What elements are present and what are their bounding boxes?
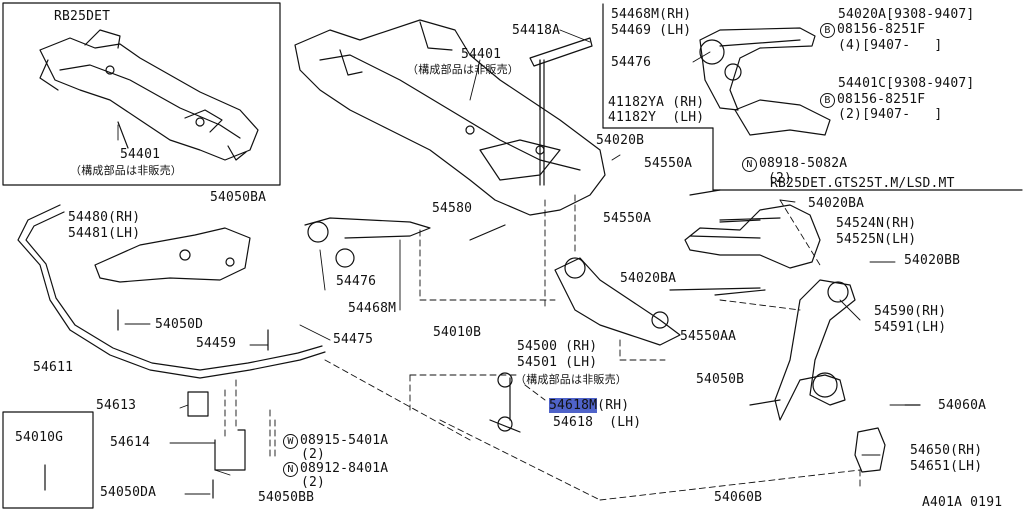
- inset-crossmember-drawing: [39, 29, 259, 161]
- label-54476-mid[interactable]: 54476: [336, 274, 377, 289]
- label-54459[interactable]: 54459: [196, 336, 237, 351]
- label-54590[interactable]: 54590(RH): [874, 304, 947, 319]
- compression-rod-bracket-drawing: [699, 27, 831, 136]
- inset-note-label: （構成部品は非販売）: [70, 164, 182, 177]
- bolts-drawing: [44, 59, 921, 499]
- label-54550a-2[interactable]: 54550A: [603, 211, 652, 226]
- label-08918-qty: (2): [768, 171, 793, 186]
- label-54050d[interactable]: 54050D: [155, 317, 204, 332]
- label-54468m[interactable]: 54468M: [348, 301, 397, 316]
- tension-rod-drawing: [304, 217, 431, 268]
- label-54524n[interactable]: 54524N(RH): [836, 216, 917, 231]
- leader-lines: [117, 29, 906, 495]
- label-54501[interactable]: 54501 (LH): [517, 355, 598, 370]
- dashed-guide-lines: [224, 194, 861, 501]
- label-54525n[interactable]: 54525N(LH): [836, 232, 917, 247]
- label-54550a-1[interactable]: 54550A: [644, 156, 693, 171]
- label-54613[interactable]: 54613: [96, 398, 137, 413]
- n-symbol-icon: N: [742, 157, 757, 172]
- label-54401c[interactable]: 54401C[9308-9407]: [838, 76, 975, 91]
- inset-engine-label: RB25DET: [54, 9, 111, 24]
- bracket-54650-drawing: [854, 427, 886, 473]
- crossmember-drawing: [294, 19, 606, 216]
- label-54468m-rh[interactable]: 54468M(RH): [611, 7, 692, 22]
- label-54475[interactable]: 54475: [333, 332, 374, 347]
- label-41182ya[interactable]: 41182YA (RH): [608, 95, 705, 110]
- b-symbol-icon: B: [820, 23, 835, 38]
- label-54480[interactable]: 54480(RH): [68, 210, 141, 225]
- label-41182y[interactable]: 41182Y (LH): [608, 110, 705, 125]
- n-symbol-icon: N: [283, 462, 298, 477]
- label-54020bb[interactable]: 54020BB: [904, 253, 961, 268]
- label-08912-qty: (2): [301, 475, 326, 490]
- label-54476-top[interactable]: 54476: [611, 55, 652, 70]
- label-54650[interactable]: 54650(RH): [910, 443, 983, 458]
- label-54501-note: （構成部品は非販売）: [515, 373, 627, 386]
- label-54500[interactable]: 54500 (RH): [517, 339, 598, 354]
- label-54020ba-2[interactable]: 54020BA: [620, 271, 677, 286]
- label-54010b[interactable]: 54010B: [433, 325, 482, 340]
- label-54469-lh[interactable]: 54469 (LH): [611, 23, 692, 38]
- label-54050ba[interactable]: 54050BA: [210, 190, 267, 205]
- label-54020b[interactable]: 54020B: [596, 133, 645, 148]
- inset-part-label: 54401: [120, 147, 161, 162]
- label-54418a[interactable]: 54418A: [512, 23, 561, 38]
- rb-model-note: RB25DET.GTS25T.M/LSD.MT: [770, 176, 955, 191]
- lower-arm-drawing: [554, 257, 681, 346]
- diagram-reference-code: A401A 0191: [922, 495, 1003, 510]
- label-54614[interactable]: 54614: [110, 435, 151, 450]
- upper-arm-drawing: [669, 204, 821, 291]
- knuckle-drawing: [774, 279, 856, 421]
- label-54060b[interactable]: 54060B: [714, 490, 763, 505]
- label-54618-lh[interactable]: 54618 (LH): [553, 415, 642, 430]
- label-08156-mid-qty: (2)[9407- ]: [838, 107, 943, 122]
- label-54481[interactable]: 54481(LH): [68, 226, 141, 241]
- stabilizer-bar-drawing: [17, 204, 326, 379]
- label-54050bb[interactable]: 54050BB: [258, 490, 315, 505]
- stabilizer-link-drawing: [489, 372, 521, 433]
- clamp-drawing: [214, 429, 246, 471]
- label-54401-note: （構成部品は非販売）: [407, 63, 519, 76]
- label-54060a[interactable]: 54060A: [938, 398, 987, 413]
- label-54580[interactable]: 54580: [432, 201, 473, 216]
- b-symbol-icon: B: [820, 93, 835, 108]
- label-08156-top-qty: (4)[9407- ]: [838, 38, 943, 53]
- label-54050da[interactable]: 54050DA: [100, 485, 157, 500]
- label-54550aa[interactable]: 54550AA: [680, 329, 737, 344]
- highlighted-part-number: 54618M: [549, 398, 598, 413]
- label-54020ba-1[interactable]: 54020BA: [808, 196, 865, 211]
- label-54050b[interactable]: 54050B: [696, 372, 745, 387]
- label-54618m-rh[interactable]: 54618M(RH): [549, 398, 630, 413]
- label-08915-qty: (2): [301, 447, 326, 462]
- w-symbol-icon: W: [283, 434, 298, 449]
- label-54010g[interactable]: 54010G: [15, 430, 64, 445]
- bushing-drawing: [187, 391, 209, 417]
- label-54591[interactable]: 54591(LH): [874, 320, 947, 335]
- inset-frame: [2, 2, 281, 186]
- bracket-54480-drawing: [94, 227, 251, 283]
- label-54611[interactable]: 54611: [33, 360, 74, 375]
- label-54651[interactable]: 54651(LH): [910, 459, 983, 474]
- label-54020a[interactable]: 54020A[9308-9407]: [838, 7, 975, 22]
- inset-54010g-frame: [2, 411, 94, 509]
- label-54401[interactable]: 54401: [461, 47, 502, 62]
